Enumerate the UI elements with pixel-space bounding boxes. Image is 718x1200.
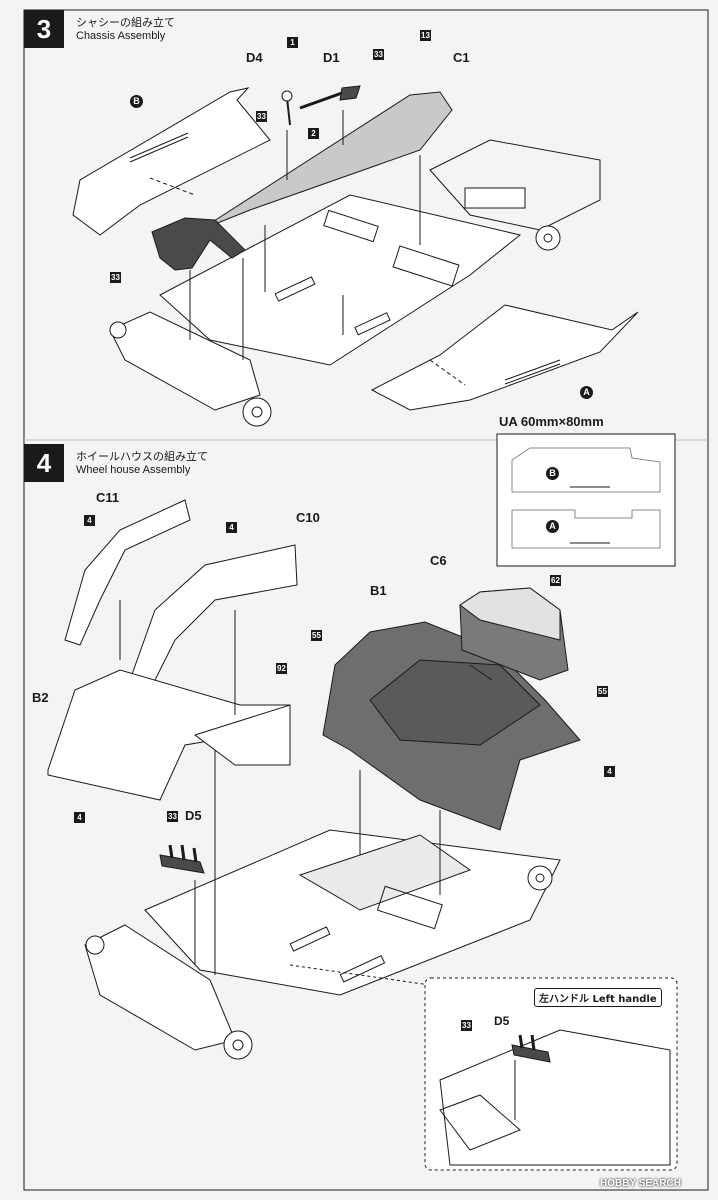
label-c6: C6 bbox=[430, 553, 447, 568]
paint-92: 92 bbox=[276, 663, 287, 674]
paint-4: 4 bbox=[226, 522, 237, 533]
paint-33: 33 bbox=[461, 1020, 472, 1031]
paint-13: 13 bbox=[420, 30, 431, 41]
marker-b: B bbox=[130, 95, 143, 108]
watermark: HOBBY SEARCH bbox=[600, 1178, 681, 1189]
paint-55: 55 bbox=[311, 630, 322, 641]
label-d5: D5 bbox=[185, 808, 202, 823]
step-3-title-en: Chassis Assembly bbox=[76, 30, 166, 42]
paint-33: 33 bbox=[110, 272, 121, 283]
part-c11 bbox=[64, 499, 191, 646]
marker-a: A bbox=[580, 386, 593, 399]
part-b-panel bbox=[72, 87, 271, 236]
paint-4: 4 bbox=[84, 515, 95, 526]
paint-55: 55 bbox=[597, 686, 608, 697]
step-4-title-en: Wheel house Assembly bbox=[76, 464, 191, 476]
label-d5-inset: D5 bbox=[494, 1014, 510, 1028]
label-c1: C1 bbox=[453, 50, 470, 65]
label-c11: C11 bbox=[96, 490, 120, 505]
chassis-floor bbox=[159, 194, 522, 366]
label-d4: D4 bbox=[246, 50, 263, 65]
page-frame bbox=[23, 9, 709, 1191]
ua-template-title: UA 60mm×80mm bbox=[499, 414, 604, 429]
paint-33: 33 bbox=[256, 111, 267, 122]
chassis-step4 bbox=[144, 829, 561, 996]
left-handle-label: 左ハンドル Left handle bbox=[534, 988, 662, 1007]
paint-4: 4 bbox=[604, 766, 615, 777]
label-d1: D1 bbox=[323, 50, 340, 65]
paint-1: 1 bbox=[287, 37, 298, 48]
label-c10: C10 bbox=[296, 510, 320, 525]
step-4-title-jp: ホイールハウスの組み立て bbox=[76, 450, 208, 463]
label-b2: B2 bbox=[32, 690, 49, 705]
paint-62: 62 bbox=[550, 575, 561, 586]
paint-33: 33 bbox=[373, 49, 384, 60]
step-3-badge: 3 bbox=[24, 10, 64, 48]
part-c10 bbox=[129, 544, 298, 691]
ua-marker-b: B bbox=[546, 467, 559, 480]
label-b1: B1 bbox=[370, 583, 387, 598]
paint-33: 33 bbox=[167, 811, 178, 822]
part-c1-tunnel bbox=[199, 91, 453, 231]
part-33-bracket bbox=[151, 217, 246, 271]
step-3-title-jp: シャシーの組み立て bbox=[76, 16, 175, 29]
part-a-panel bbox=[370, 304, 639, 411]
step-4-badge: 4 bbox=[24, 444, 64, 482]
paint-4: 4 bbox=[74, 812, 85, 823]
ua-marker-a: A bbox=[546, 520, 559, 533]
paint-2: 2 bbox=[308, 128, 319, 139]
ua-template-box bbox=[496, 433, 676, 567]
